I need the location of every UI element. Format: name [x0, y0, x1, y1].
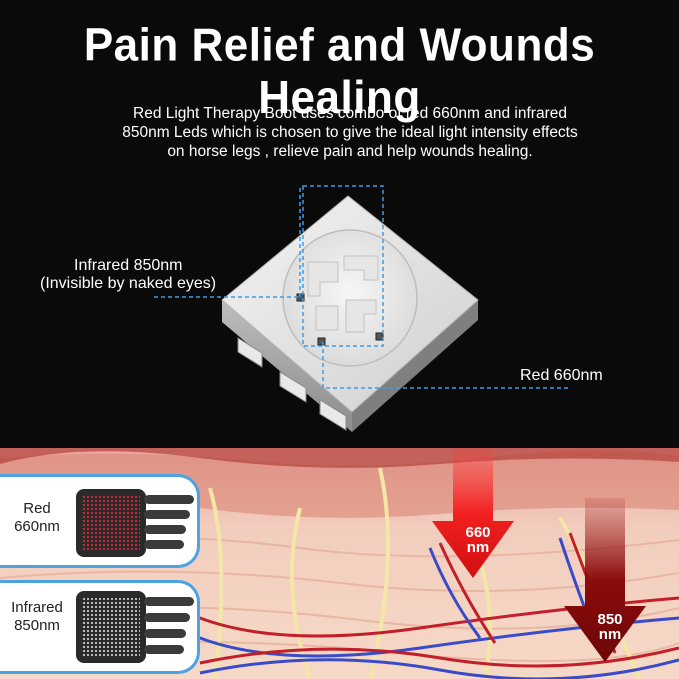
red-card-label: Red 660nm: [4, 500, 70, 536]
infrared-card-label: Infrared 850nm: [4, 599, 70, 635]
red-die: [317, 337, 326, 346]
red-die: [375, 332, 384, 341]
infrared-arrow-icon: [564, 498, 646, 662]
infrared-arrow-label-line: nm: [598, 626, 622, 643]
infrared-card-label-line: Infrared: [11, 599, 63, 616]
infrared-therapy-boot-icon: [76, 591, 194, 663]
infrared-card-label-line: 850nm: [14, 617, 60, 634]
description-line: on horse legs , relieve pain and help wo…: [167, 143, 533, 160]
infrared-arrow-label: 850 nm: [590, 612, 630, 642]
infrared-arrow-label-line: 850: [597, 611, 623, 628]
description-line: 850nm Leds which is chosen to give the i…: [122, 124, 578, 141]
description: Red Light Therapy Boot uses combo of red…: [60, 104, 640, 161]
red-label: Red 660nm: [520, 367, 603, 384]
chip-left-side: [222, 300, 352, 432]
description-line: Red Light Therapy Boot uses combo of red…: [133, 105, 567, 122]
red-arrow-label: 660 nm: [458, 525, 498, 555]
red-therapy-boot-icon: [76, 489, 194, 557]
chip-right-side: [352, 300, 478, 432]
red-card-label-line: 660nm: [14, 518, 60, 535]
infrared-light-card: Infrared 850nm: [0, 580, 200, 674]
page-title: Pain Relief and Wounds Healing: [83, 19, 596, 124]
red-arrow-label-line: 660: [465, 524, 491, 541]
infrared-label-note: (Invisible by naked eyes): [40, 275, 217, 292]
red-arrow-label-line: nm: [466, 539, 490, 556]
red-light-card: Red 660nm: [0, 474, 200, 568]
led-chip-icon: [154, 185, 570, 432]
infrared-label: Infrared 850nm: [74, 257, 183, 274]
callout-lines: [154, 185, 570, 389]
red-card-label-line: Red: [23, 500, 51, 517]
red-arrow-icon: [432, 448, 514, 578]
